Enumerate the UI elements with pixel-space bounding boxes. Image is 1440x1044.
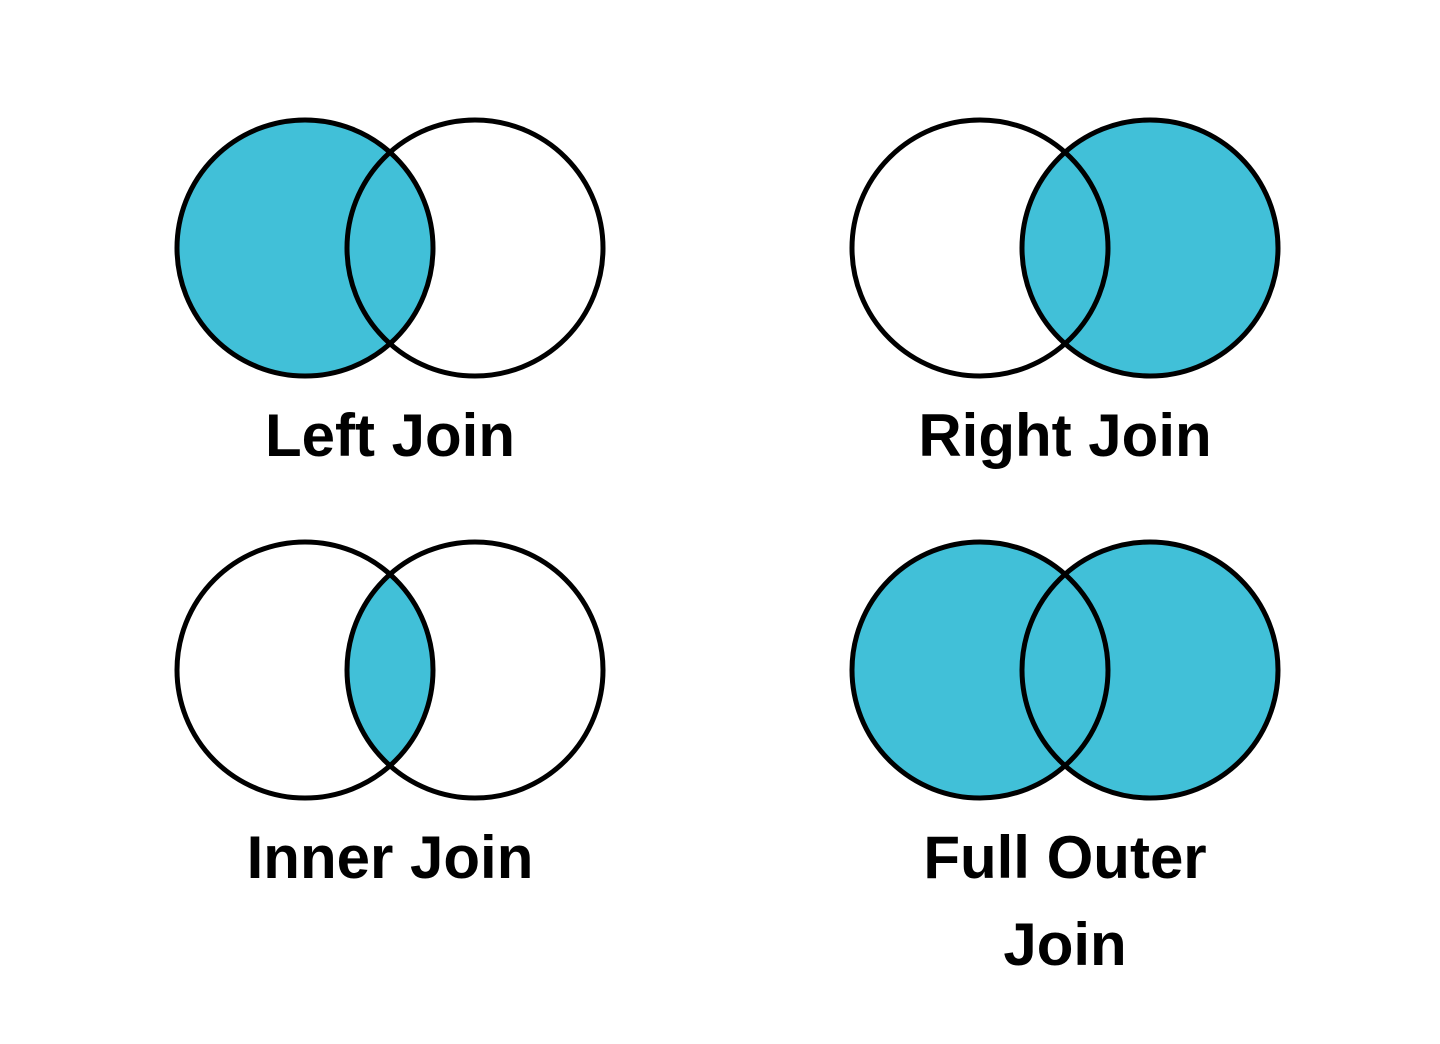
right-circle-outline (1019, 117, 1281, 379)
left-circle-outline (849, 539, 1111, 801)
inner-join-label: Inner Join (246, 824, 534, 891)
left-circle-outline (849, 117, 1111, 379)
left-join-label: Left Join (265, 402, 515, 469)
right-join-venn (849, 117, 1281, 379)
right-circle-fill (1022, 542, 1278, 798)
full-outer-join-venn (849, 539, 1281, 801)
left-join-figure: Left Join (170, 116, 610, 479)
right-circle-outline (344, 539, 606, 801)
full-outer-join-figure: Full Outer Join (845, 538, 1285, 988)
full-outer-join-label: Full Outer Join (923, 824, 1207, 978)
inner-join-venn (174, 539, 606, 801)
left-join-venn (174, 117, 606, 379)
intersection-fill (347, 542, 433, 798)
right-circle-outline (1019, 539, 1281, 801)
right-circle-fill (1022, 120, 1278, 376)
right-join-figure: Right Join (845, 116, 1285, 479)
left-circle-outline (174, 539, 436, 801)
inner-join-figure: Inner Join (170, 538, 610, 901)
right-join-label: Right Join (918, 402, 1212, 469)
left-circle-fill (177, 120, 433, 376)
right-circle-outline (344, 117, 606, 379)
left-circle-outline (174, 117, 436, 379)
